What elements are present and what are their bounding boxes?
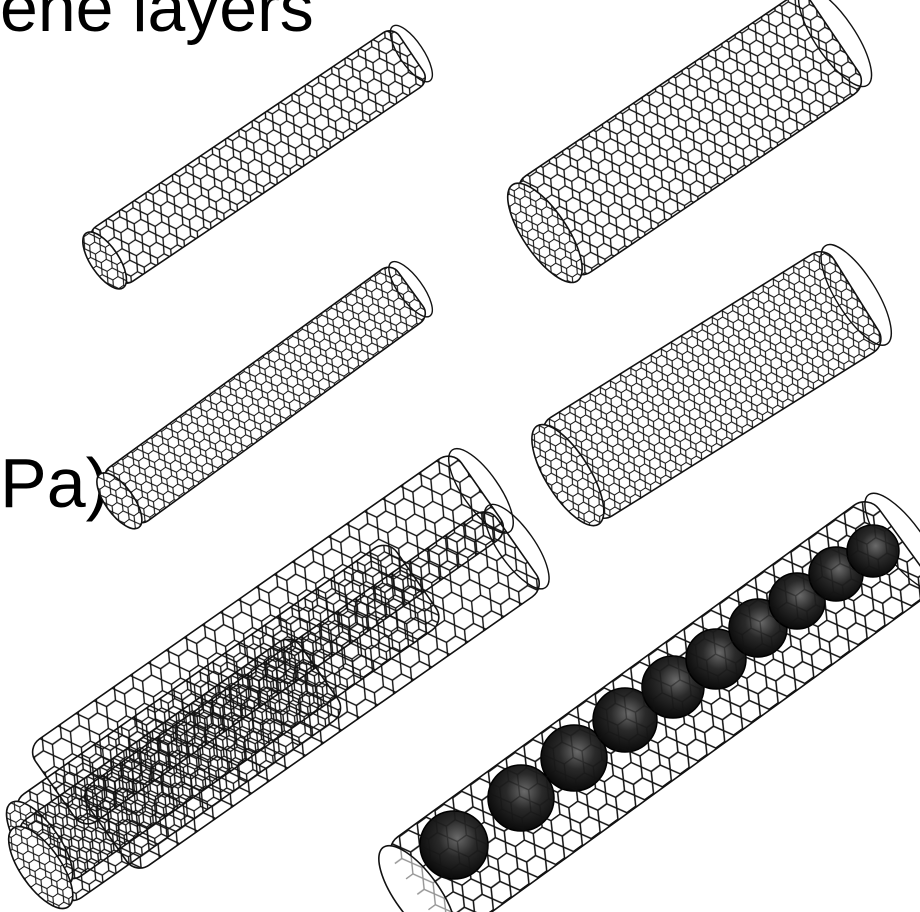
nanotube-3 — [89, 255, 440, 535]
nanotube-2 — [494, 0, 884, 293]
nanotube-1 — [75, 19, 440, 295]
